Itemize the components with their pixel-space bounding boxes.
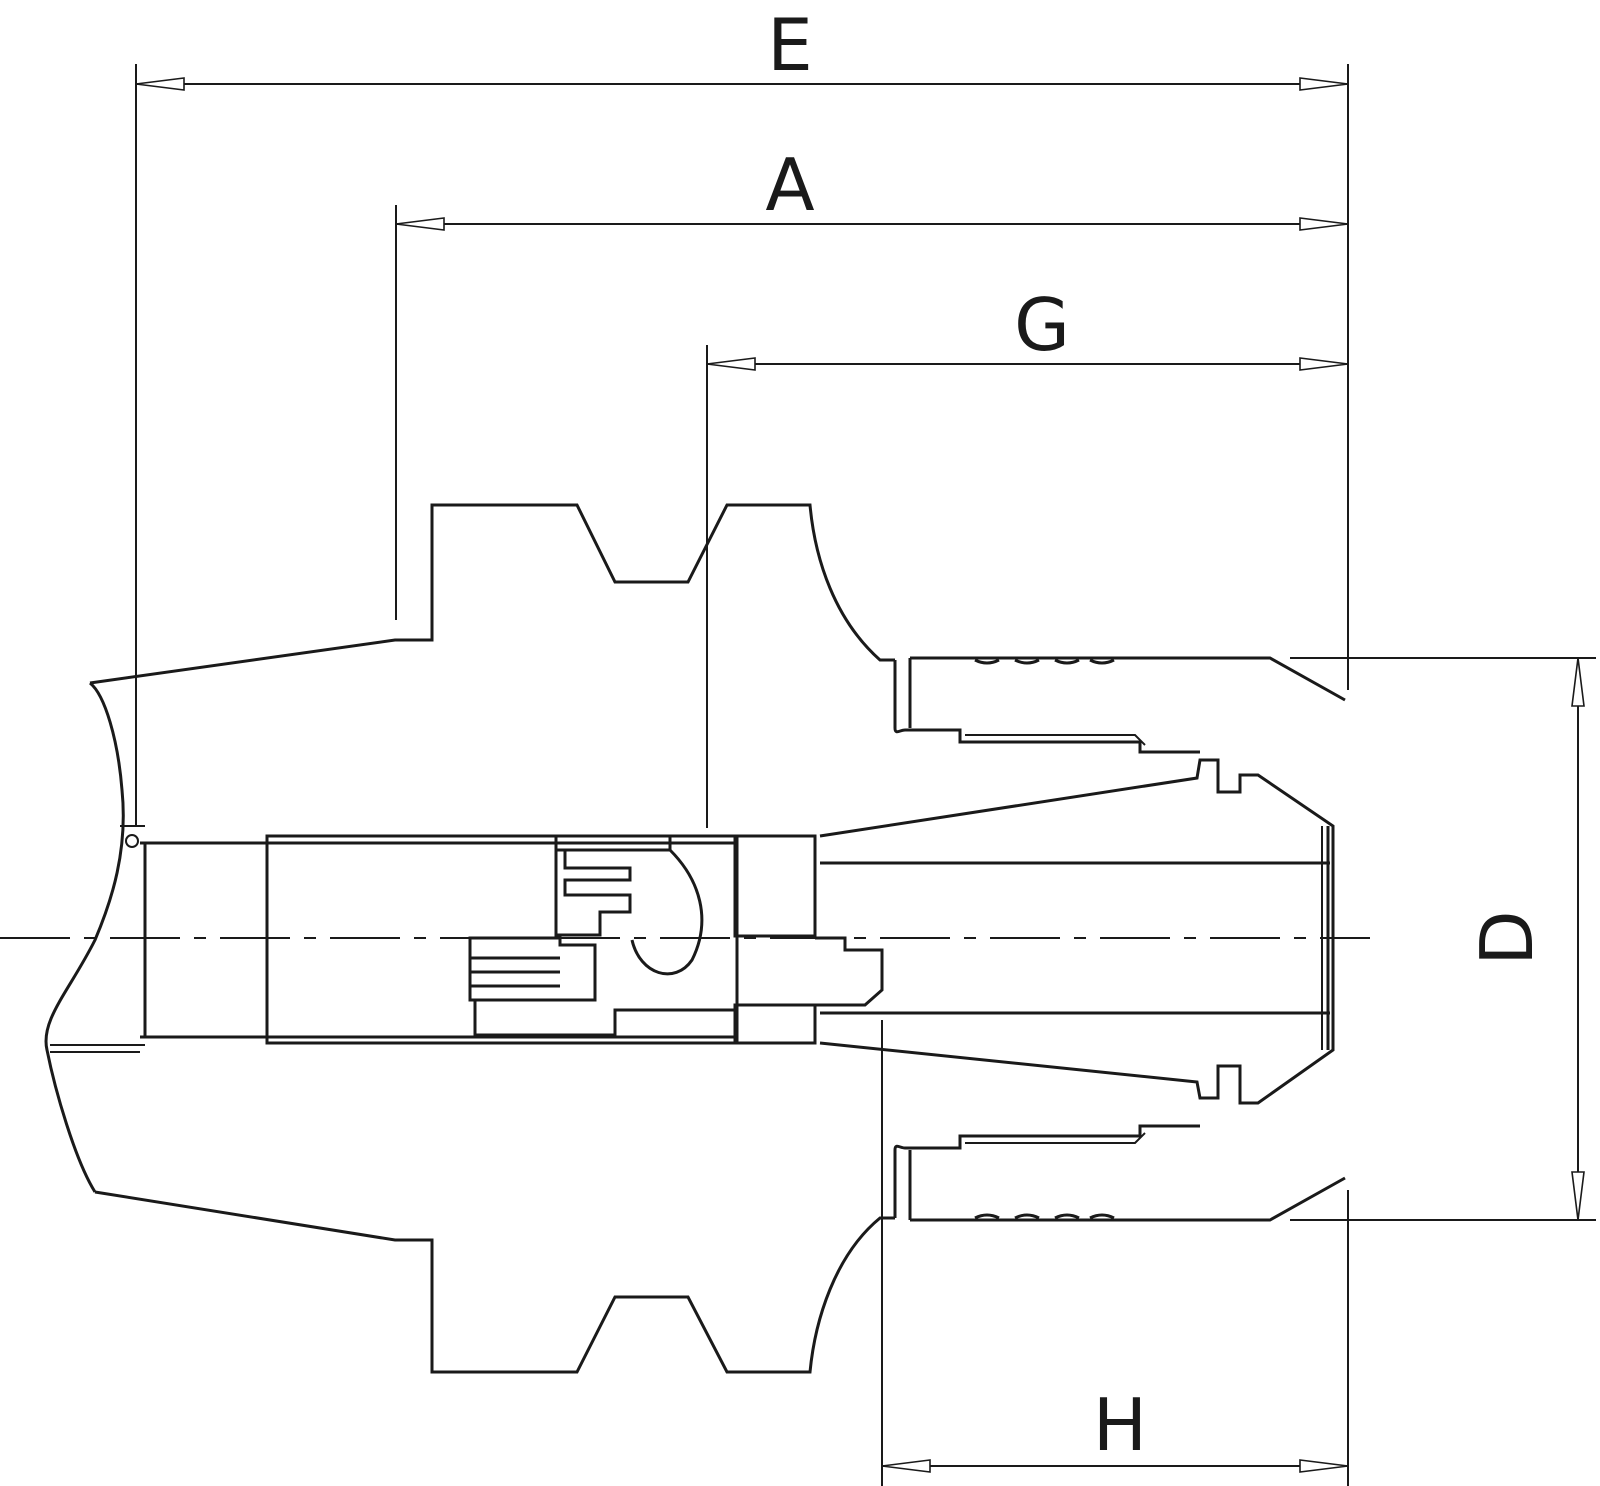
dimension-h: H [881, 1383, 1349, 1473]
collet [819, 758, 1335, 1105]
dimension-label-d: D [1465, 910, 1549, 965]
dimension-a: A [395, 143, 1349, 231]
clamping-nut [893, 656, 1346, 1222]
dimension-label-h: H [1093, 1383, 1147, 1467]
dimension-label-a: A [765, 143, 814, 227]
holder-body [44, 503, 895, 1374]
inner-bore [140, 834, 884, 1045]
dimension-label-g: G [1014, 283, 1070, 367]
dimension-label-e: E [767, 3, 813, 87]
dimension-g: G [706, 283, 1349, 371]
dimension-d: D [1465, 657, 1585, 1221]
extension-lines [135, 64, 1596, 1486]
dimension-e: E [135, 3, 1349, 91]
